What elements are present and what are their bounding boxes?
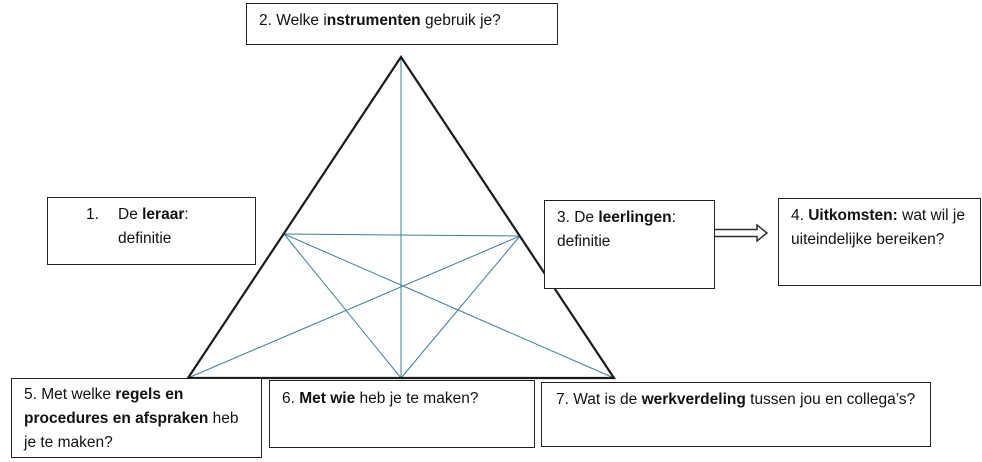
- outer-triangle: [185, 55, 617, 380]
- teacher-definition: definitie: [118, 230, 172, 247]
- teacher-box: 1. De leraar:definitie: [47, 197, 256, 265]
- students-definition: definitie: [557, 233, 611, 250]
- teacher-bold: leraar: [142, 206, 185, 223]
- with-whom-box: 6. Met wie heb je te maken?: [269, 380, 535, 448]
- teacher-text: De leraar:definitie: [118, 206, 189, 247]
- line-right-to-bottom: [400, 235, 521, 379]
- teacher-item: 1. De leraar:definitie: [86, 203, 245, 251]
- rules-box: 5. Met welke regels en procedures en afs…: [11, 378, 262, 458]
- median-left: [187, 235, 521, 379]
- horizontal-line: [283, 233, 521, 237]
- outcomes-box: 4. Uitkomsten: wat wil je uiteindelijke …: [778, 198, 981, 286]
- with-whom-bold: Met wie: [299, 390, 356, 407]
- students-box: 3. De leerlingen:definitie: [544, 200, 715, 289]
- outcomes-bold: Uitkomsten:: [808, 207, 898, 224]
- right-arrow-icon: [713, 223, 769, 243]
- teacher-number: 1.: [86, 206, 99, 223]
- instruments-bold: nstrumenten: [326, 12, 421, 29]
- students-bold: leerlingen: [598, 209, 672, 226]
- line-left-to-bottom: [283, 233, 402, 379]
- instruments-box: 2. Welke instrumenten gebruik je?: [246, 3, 558, 45]
- median-right: [283, 233, 615, 379]
- division-box: 7. Wat is de werkverdeling tussen jou en…: [541, 382, 931, 447]
- inner-lines: [187, 57, 615, 379]
- rules-bold: regels en procedures en afspraken: [24, 386, 209, 427]
- division-bold: werkverdeling: [641, 391, 746, 408]
